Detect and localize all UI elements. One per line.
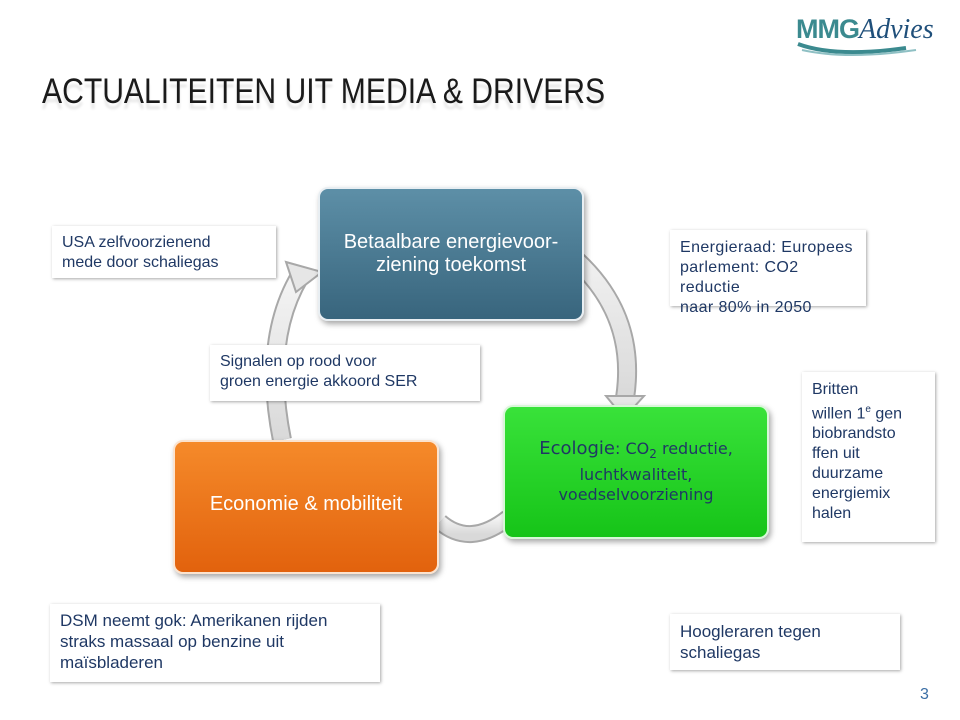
note-signalen-line1: Signalen op rood voor	[220, 353, 377, 370]
note-britten-line6: energiemix	[812, 485, 891, 503]
node-top-line1: Betaalbare energievoor-	[343, 231, 559, 253]
note-signalen-line2: groen energie akkoord SER	[220, 373, 418, 390]
note-signalen: Signalen op rood voor groen energie akko…	[210, 345, 480, 401]
node-top-line2: ziening toekomst	[375, 254, 527, 276]
note-energieraad-line2: parlement: CO2 reductie	[680, 259, 799, 296]
note-hoogleraren-line1: Hoogleraren tegen	[680, 622, 821, 641]
node-ecologie: Ecologie: CO2 reductie, luchtkwaliteit, …	[503, 405, 769, 539]
note-energieraad-line1: Energieraad: Europees	[680, 239, 853, 256]
note-britten-line1: Britten	[812, 381, 859, 398]
node-right-line1-end: reductie,	[656, 439, 733, 459]
note-usa-line1: USA zelfvoorzienend	[62, 234, 211, 251]
note-usa: USA zelfvoorzienend mede door schaliegas	[52, 226, 276, 278]
note-energieraad-line3: naar 80% in 2050	[680, 299, 812, 316]
page-number: 3	[920, 686, 929, 703]
note-britten-line7: halen	[812, 505, 852, 523]
node-right-label: Ecologie	[539, 438, 615, 460]
slide-title: ACTUALITEITEN UIT MEDIA & DRIVERS	[42, 72, 606, 111]
node-economie-mobiliteit: Economie & mobiliteit	[173, 440, 439, 574]
logo-advies-text: Advies	[858, 14, 934, 45]
node-right-line2: luchtkwaliteit,	[579, 464, 693, 484]
logo-mmg-text: MMG	[796, 14, 860, 44]
node-right-line1: Ecologie: CO2 reductie,	[539, 439, 733, 464]
node-left-label: Economie & mobiliteit	[209, 493, 403, 515]
node-right-line1-rest: : CO	[615, 439, 650, 459]
logo-wordmark: MMGAdvies	[796, 14, 934, 46]
node-right-subscript: 2	[649, 447, 657, 462]
note-energieraad: Energieraad: Europees parlement: CO2 red…	[670, 230, 866, 316]
note-hoogleraren: Hoogleraren tegen schaliegas	[670, 614, 900, 670]
note-dsm-line2: straks massaal op benzine uit	[60, 632, 284, 651]
note-dsm-line1: DSM neemt gok: Amerikanen rijden	[60, 611, 328, 630]
note-britten-line2-pre: willen 1	[812, 405, 866, 423]
logo-swoosh-icon	[797, 42, 917, 56]
note-britten-line3: biobrandsto	[812, 425, 896, 443]
note-dsm: DSM neemt gok: Amerikanen rijden straks …	[50, 604, 380, 682]
mmg-advies-logo: MMGAdvies	[796, 10, 952, 58]
cycle-arrow-bottom	[434, 510, 514, 543]
note-britten-line5: duurzame	[812, 465, 884, 483]
note-usa-line2: mede door schaliegas	[62, 254, 219, 271]
note-hoogleraren-line2: schaliegas	[680, 643, 761, 662]
note-britten: Britten willen 1e gen biobrandsto ffen u…	[802, 372, 935, 542]
note-britten-line2-post: gen	[870, 405, 903, 423]
note-dsm-line3: maïsbladeren	[60, 653, 164, 672]
node-betaalbare-energievoorziening: Betaalbare energievoor- ziening toekomst	[318, 187, 584, 321]
note-britten-line2-sup: e	[865, 404, 871, 415]
node-right-line3: voedselvoorziening	[558, 484, 714, 504]
note-britten-line4: ffen uit	[812, 445, 860, 463]
note-britten-line2: willen 1e gen	[812, 400, 925, 424]
